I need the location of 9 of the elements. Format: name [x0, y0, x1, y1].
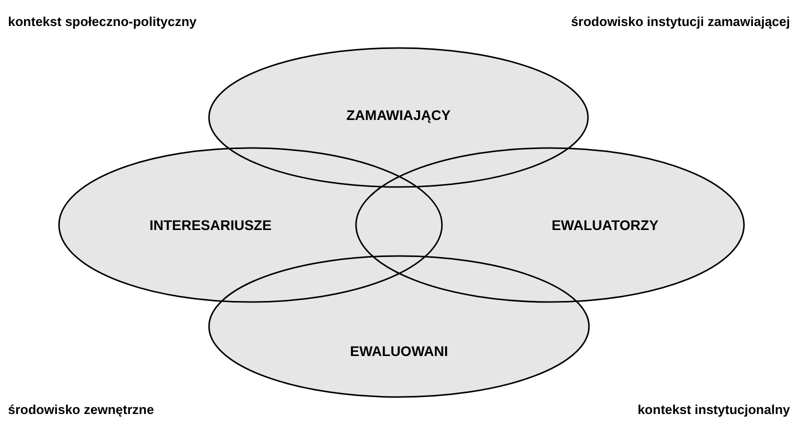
context-label: środowisko instytucji zamawiającej [571, 13, 790, 31]
ellipse [208, 255, 590, 398]
ellipse-label: ZAMAWIAJĄCY [346, 106, 451, 125]
context-label: kontekst instytucjonalny [638, 401, 790, 419]
ellipse-label: INTERESARIUSZE [149, 216, 272, 234]
context-label: środowisko zewnętrzne [8, 401, 154, 419]
context-label: kontekst społeczno-polityczny [8, 13, 197, 31]
ellipse-label: EWALUOWANI [350, 342, 448, 361]
ellipse-label: EWALUATORZY [552, 216, 658, 234]
